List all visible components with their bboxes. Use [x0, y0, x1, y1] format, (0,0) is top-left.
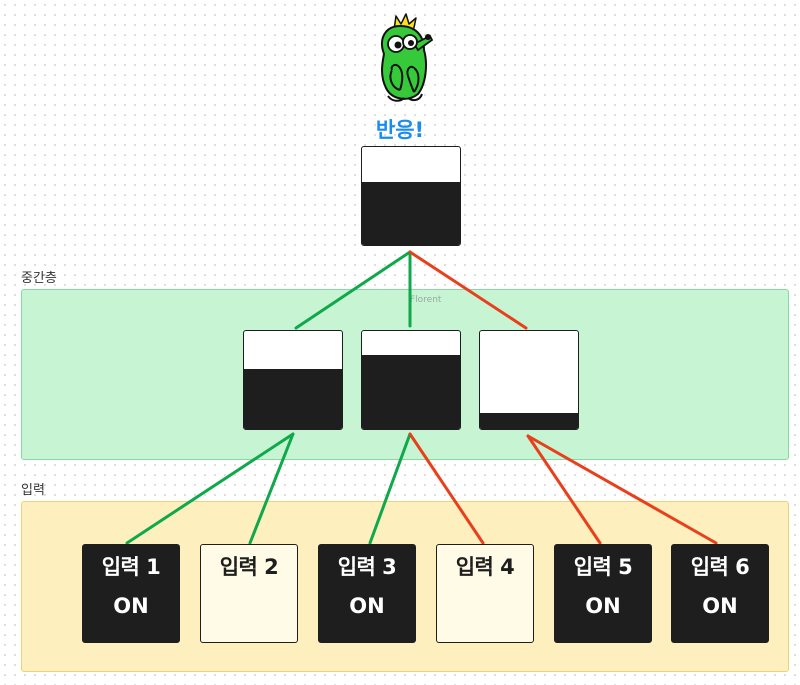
- input-state: ON: [113, 594, 149, 618]
- green-frog-mascot-icon: [381, 13, 434, 102]
- hidden-layer-label: 중간층: [21, 271, 57, 286]
- input-layer-label: 입력: [21, 483, 45, 498]
- output-neuron[interactable]: [361, 146, 461, 246]
- connection-input-5-to-hidden-3: [526, 434, 602, 545]
- hidden-neuron-3[interactable]: [479, 330, 579, 430]
- collaborator-cursor-tag: Florent: [410, 295, 442, 305]
- input-box-6[interactable]: 입력 6 ON: [671, 544, 769, 643]
- input-state: ON: [349, 594, 385, 618]
- hidden-neuron-level: [480, 413, 578, 429]
- input-name: 입력 6: [690, 555, 750, 579]
- input-box-5[interactable]: 입력 5 ON: [554, 544, 652, 643]
- connection-input-3-to-hidden-2: [368, 432, 412, 545]
- input-name: 입력 1: [101, 555, 161, 579]
- input-name: 입력 5: [573, 555, 633, 579]
- hidden-neuron-level: [362, 354, 460, 429]
- hidden-neuron-2[interactable]: [361, 330, 461, 430]
- input-box-1[interactable]: 입력 1 ON: [82, 544, 180, 643]
- hidden-neuron-1[interactable]: [243, 330, 343, 430]
- connection-input-2-to-hidden-1: [248, 432, 295, 545]
- input-name: 입력 3: [337, 555, 397, 579]
- hidden-neuron-level: [244, 369, 342, 429]
- input-state: ON: [585, 594, 621, 618]
- output-neuron-level: [362, 182, 460, 245]
- input-box-2[interactable]: 입력 2: [200, 544, 298, 643]
- input-name: 입력 2: [219, 555, 279, 579]
- connection-hidden-1-to-output: [294, 250, 412, 330]
- connection-input-6-to-hidden-3: [526, 434, 718, 545]
- input-box-4[interactable]: 입력 4: [436, 544, 534, 643]
- input-name: 입력 4: [455, 555, 515, 579]
- input-state: ON: [702, 594, 738, 618]
- connection-input-4-to-hidden-2: [408, 432, 485, 545]
- input-box-3[interactable]: 입력 3 ON: [318, 544, 416, 643]
- connection-input-1-to-hidden-1: [125, 432, 295, 545]
- connection-hidden-3-to-output: [408, 250, 528, 330]
- output-label: 반응!: [375, 118, 425, 142]
